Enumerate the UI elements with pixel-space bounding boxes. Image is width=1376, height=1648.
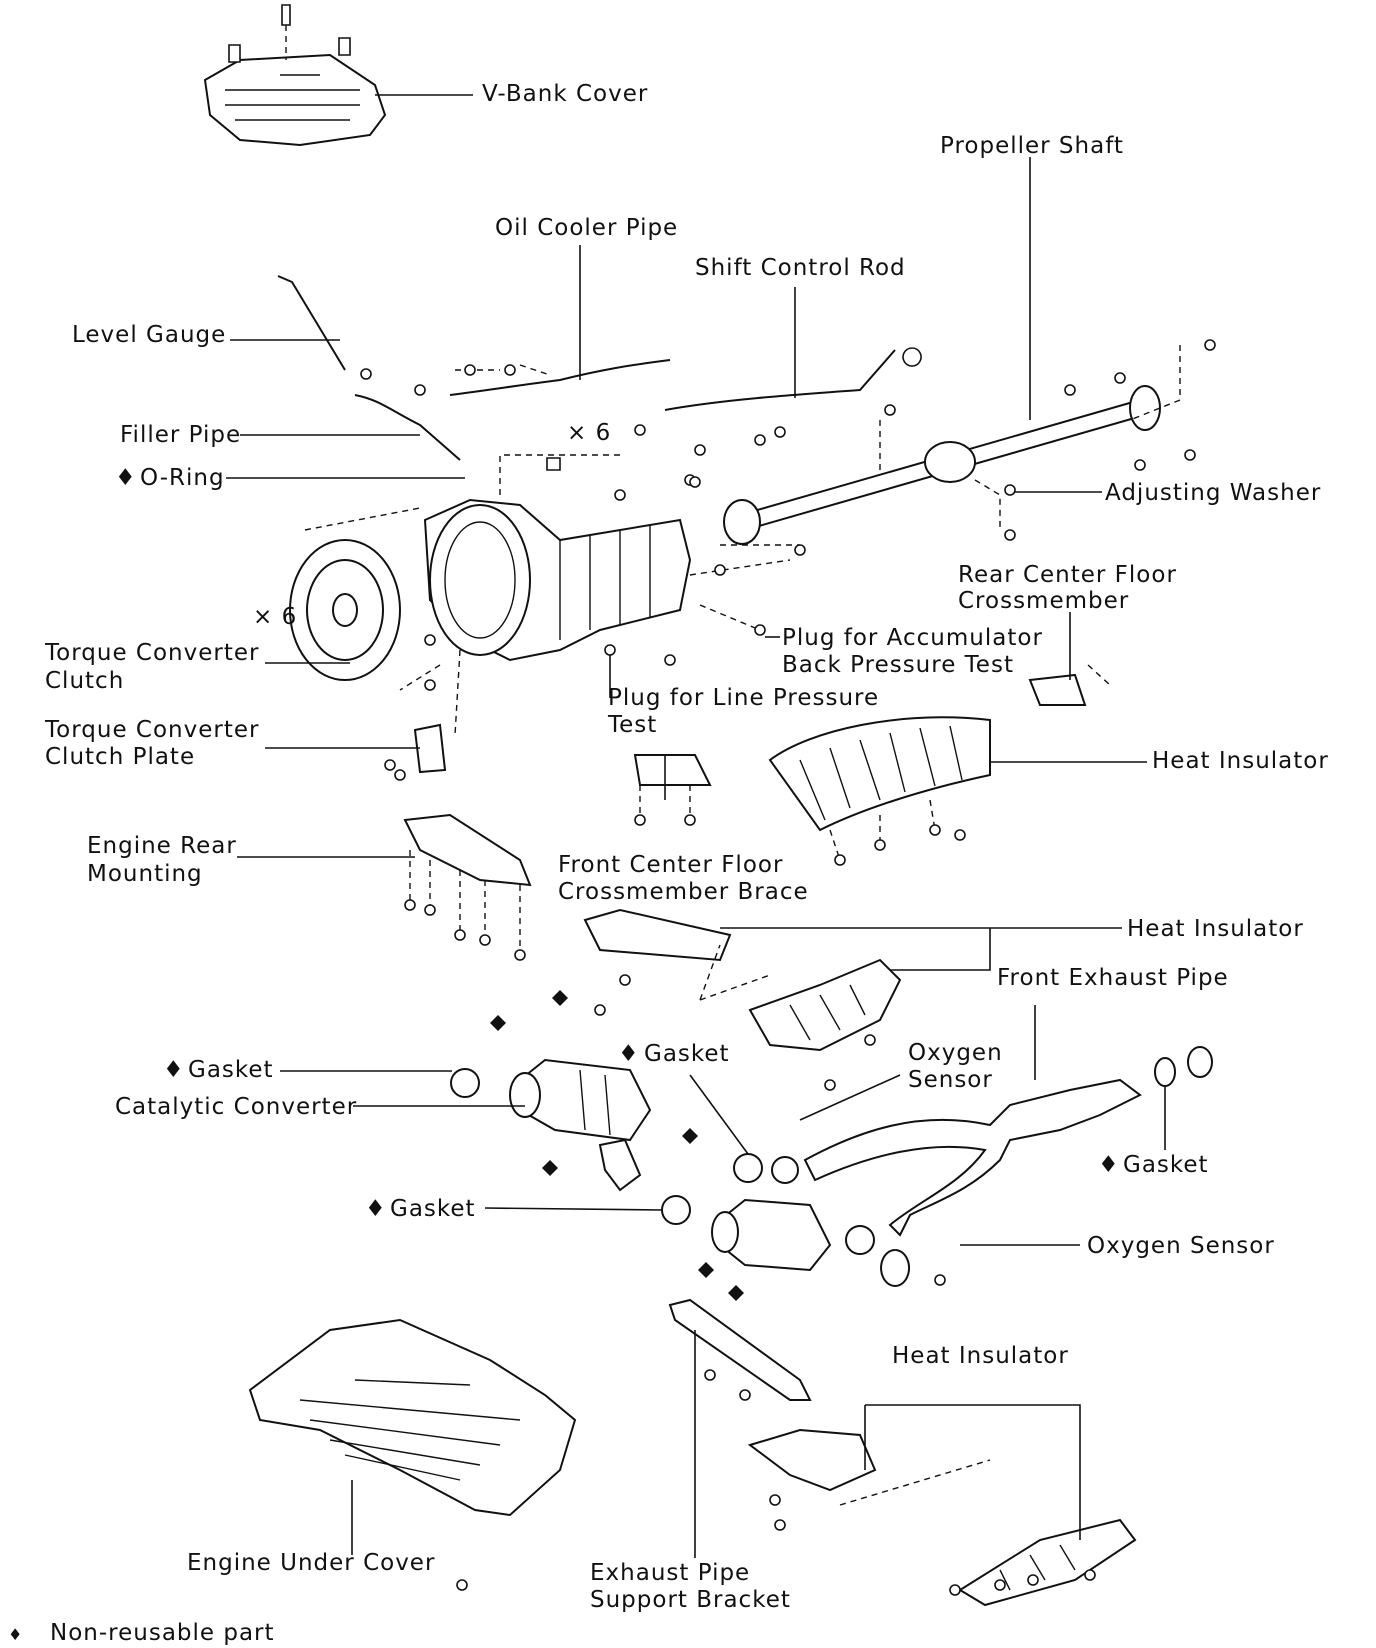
v-bank-cover-label: V-Bank Cover xyxy=(482,81,648,107)
propeller-shaft-label: Propeller Shaft xyxy=(940,133,1124,159)
gasket-mid-label: Gasket xyxy=(644,1041,730,1067)
oxygen-sensor-label-1b: Sensor xyxy=(908,1067,993,1093)
engine-rear-mounting-label-2: Mounting xyxy=(87,861,203,887)
torque-converter-clutch-part xyxy=(289,539,401,681)
adjusting-washer-label: Adjusting Washer xyxy=(1105,480,1321,506)
filler-pipe-part xyxy=(354,394,461,461)
legend-text: Non-reusable part xyxy=(50,1620,275,1646)
heat-insulator-label-1: Heat Insulator xyxy=(1152,748,1329,774)
heat-insulator-middle-part xyxy=(699,944,902,1052)
plug-line-pressure-label-2: Test xyxy=(607,712,657,738)
rear-center-floor-label-1: Rear Center Floor xyxy=(958,562,1177,588)
plug-accumulator-label-2: Back Pressure Test xyxy=(782,652,1014,678)
exhaust-support-label-2: Support Bracket xyxy=(590,1587,791,1613)
plug-accumulator-label-1: Plug for Accumulator xyxy=(782,625,1043,651)
gasket-mid-marker: ♦ xyxy=(618,1041,640,1067)
level-gauge-label: Level Gauge xyxy=(72,322,226,348)
rear-center-floor-crossmember-part xyxy=(1028,673,1087,706)
gasket-lower-label: Gasket xyxy=(390,1196,476,1222)
gasket-left-marker: ♦ xyxy=(163,1057,185,1083)
transmission-part xyxy=(304,454,800,662)
engine-rear-mounting-label-1: Engine Rear xyxy=(87,833,237,859)
heat-insulator-lower-part xyxy=(747,1428,1137,1607)
torque-converter-clutch-plate-part xyxy=(413,723,447,774)
gasket-lower-right-part xyxy=(845,1225,875,1255)
oxygen-sensor-label-2: Oxygen Sensor xyxy=(1087,1233,1275,1259)
exhaust-support-label-1: Exhaust Pipe xyxy=(590,1560,750,1586)
catalytic-converter-label: Catalytic Converter xyxy=(115,1094,357,1120)
torque-converter-clutch-label-1: Torque Converter xyxy=(44,640,259,666)
exhaust-pipe-support-bracket-part xyxy=(668,1298,812,1401)
tcc-plate-label-2: Clutch Plate xyxy=(45,744,195,770)
filler-pipe-label: Filler Pipe xyxy=(120,422,241,448)
gasket-mid-part xyxy=(733,1153,763,1183)
propeller-shaft-part xyxy=(723,345,1181,545)
catalytic-converter-lower-part xyxy=(711,1198,832,1272)
legend-symbol: ♦ xyxy=(8,1625,23,1644)
gasket-right-marker: ♦ xyxy=(1098,1152,1120,1178)
oil-cooler-pipe-label: Oil Cooler Pipe xyxy=(495,215,678,241)
front-exhaust-pipe-label: Front Exhaust Pipe xyxy=(997,965,1229,991)
front-exhaust-pipe-part xyxy=(803,1046,1213,1237)
non-reusable-markers xyxy=(490,990,744,1301)
fasteners xyxy=(360,339,1216,1596)
catalytic-converter-part xyxy=(509,1058,652,1142)
engine-under-cover-part xyxy=(248,1318,577,1517)
engine-under-cover-label: Engine Under Cover xyxy=(187,1550,435,1576)
heat-insulator-label-3: Heat Insulator xyxy=(892,1343,1069,1369)
gasket-left-label: Gasket xyxy=(188,1057,274,1083)
gasket-oxygen-part xyxy=(771,1156,799,1184)
rear-center-floor-label-2: Crossmember xyxy=(958,588,1129,614)
gasket-lower-marker: ♦ xyxy=(365,1196,387,1222)
v-bank-cover-part xyxy=(203,4,387,147)
shift-control-rod-label: Shift Control Rod xyxy=(695,255,906,281)
gasket-right-label: Gasket xyxy=(1123,1152,1209,1178)
level-gauge-part xyxy=(277,275,346,371)
tcc-plate-label-1: Torque Converter xyxy=(44,717,259,743)
front-center-floor-crossmember-brace-part xyxy=(583,908,732,962)
x6-transmission-label: × 6 xyxy=(567,420,611,446)
front-center-floor-label-2: Crossmember Brace xyxy=(558,879,809,905)
heat-insulator-label-2: Heat Insulator xyxy=(1127,916,1304,942)
leader-lines xyxy=(226,94,1166,1558)
o-ring-label: O-Ring xyxy=(140,465,225,491)
engine-rear-mounting-part xyxy=(403,813,532,887)
gasket-left-part xyxy=(450,1068,480,1098)
o-ring-marker: ♦ xyxy=(115,465,137,491)
front-center-bracket-part xyxy=(633,754,712,786)
oil-cooler-pipe-part xyxy=(449,359,671,396)
x6-converter-label: × 6 xyxy=(253,604,297,630)
front-center-floor-label-1: Front Center Floor xyxy=(558,852,783,878)
gasket-lower-part xyxy=(661,1195,691,1225)
torque-converter-clutch-label-2: Clutch xyxy=(45,668,124,694)
plug-line-pressure-label-1: Plug for Line Pressure xyxy=(608,685,879,711)
shift-control-rod-part xyxy=(664,349,896,411)
oxygen-sensor-label-1a: Oxygen xyxy=(908,1040,1003,1066)
